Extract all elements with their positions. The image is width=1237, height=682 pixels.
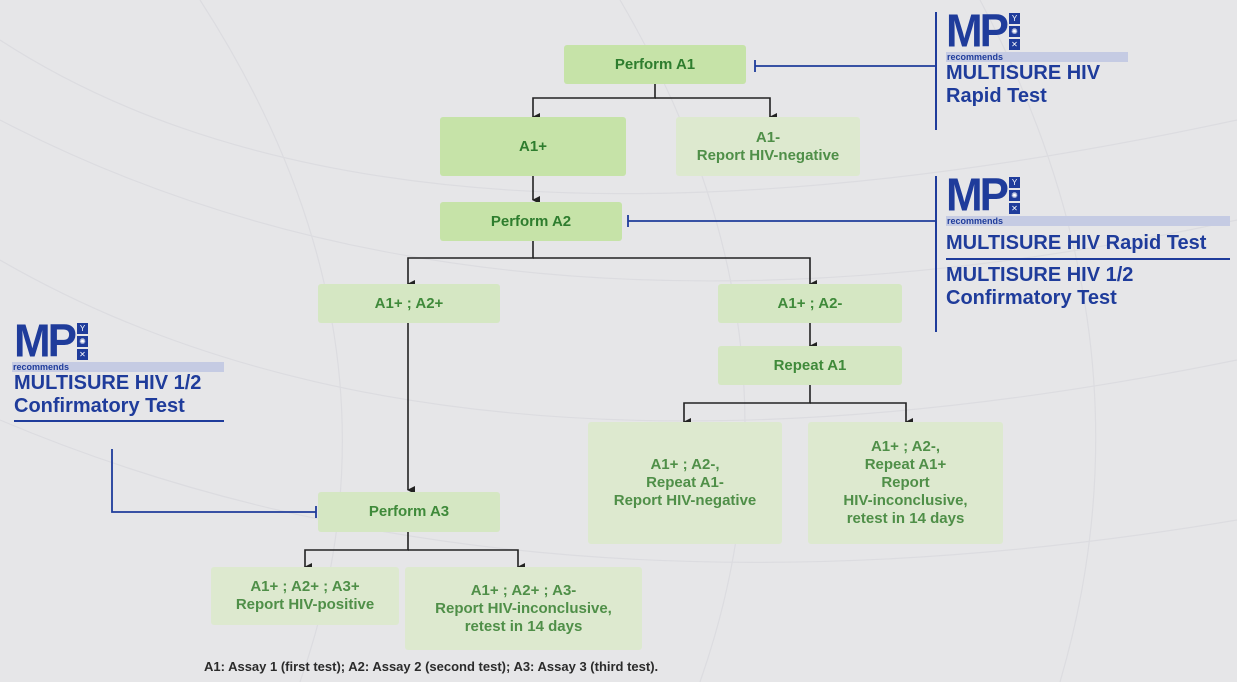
a1pos-a2neg-box: A1+ ; A2- [718,284,902,323]
virus-icon: ✺ [1009,26,1020,37]
connector-a1-neg [655,97,777,121]
connector-a3-left [304,532,409,571]
dna-icon: ✕ [77,349,88,360]
logo-text: MP [14,315,77,368]
antibody-icon: Y [1009,177,1020,188]
logo-text: MP [946,169,1009,222]
connector-a2-left [407,241,534,288]
rec-left-product: MULTISURE HIV 1/2 Confirmatory Test [14,372,202,417]
perform-a3-box: Perform A3 [318,492,500,532]
a1-negative-box: A1- Report HIV-negative [676,117,860,176]
recommendation-middle: MP Y ✺ ✕ recommends MULTISURE HIV Rapid … [946,169,1230,310]
rec-connector-left [111,449,316,513]
antibody-icon: Y [1009,13,1020,24]
logo-text: MP [946,5,1009,58]
mp-logo: MP Y ✺ ✕ [14,315,224,368]
perform-a2-box: Perform A2 [440,202,622,241]
antibody-icon: Y [77,323,88,334]
connector-repeat-left [683,385,811,426]
virus-icon: ✺ [1009,190,1020,201]
connector-repeat-right [810,402,913,426]
mp-logo: MP Y ✺ ✕ [946,5,1128,58]
dna-icon: ✕ [1009,39,1020,50]
rec-middle-product-2: MULTISURE HIV 1/2 Confirmatory Test [946,264,1134,309]
repeat-a1-box: Repeat A1 [718,346,902,385]
repeat-negative-box: A1+ ; A2-, Repeat A1- Report HIV-negativ… [588,422,782,544]
connector-a1-split [532,84,656,121]
footnote: A1: Assay 1 (first test); A2: Assay 2 (s… [204,659,659,674]
recommends-tag: recommends [946,216,1230,226]
rec-divider [14,420,224,422]
perform-a1-box: Perform A1 [564,45,746,84]
connector-a2-right [533,257,817,288]
rec-divider [946,258,1230,260]
a3-positive-box: A1+ ; A2+ ; A3+ Report HIV-positive [211,567,399,625]
repeat-inconclusive-box: A1+ ; A2-, Repeat A1+ Report HIV-inconcl… [808,422,1003,544]
virus-icon: ✺ [77,336,88,347]
rec-top-bar [935,12,937,130]
rec-middle-product-1: MULTISURE HIV Rapid Test [946,232,1207,254]
recommends-tag: recommends [946,52,1128,62]
a1-positive-box: A1+ [440,117,626,176]
rec-top-product: MULTISURE HIV Rapid Test [946,62,1101,107]
dna-icon: ✕ [1009,203,1020,214]
connector-a3-right [408,549,525,571]
recommendation-left: MP Y ✺ ✕ recommends MULTISURE HIV 1/2 Co… [12,315,224,426]
recommends-tag: recommends [12,362,224,372]
a1pos-a2pos-box: A1+ ; A2+ [318,284,500,323]
a3-inconclusive-box: A1+ ; A2+ ; A3- Report HIV-inconclusive,… [405,567,642,650]
rec-middle-bar [935,176,937,332]
recommendation-top: MP Y ✺ ✕ recommends MULTISURE HIV Rapid … [946,5,1128,108]
mp-logo: MP Y ✺ ✕ [946,169,1230,222]
